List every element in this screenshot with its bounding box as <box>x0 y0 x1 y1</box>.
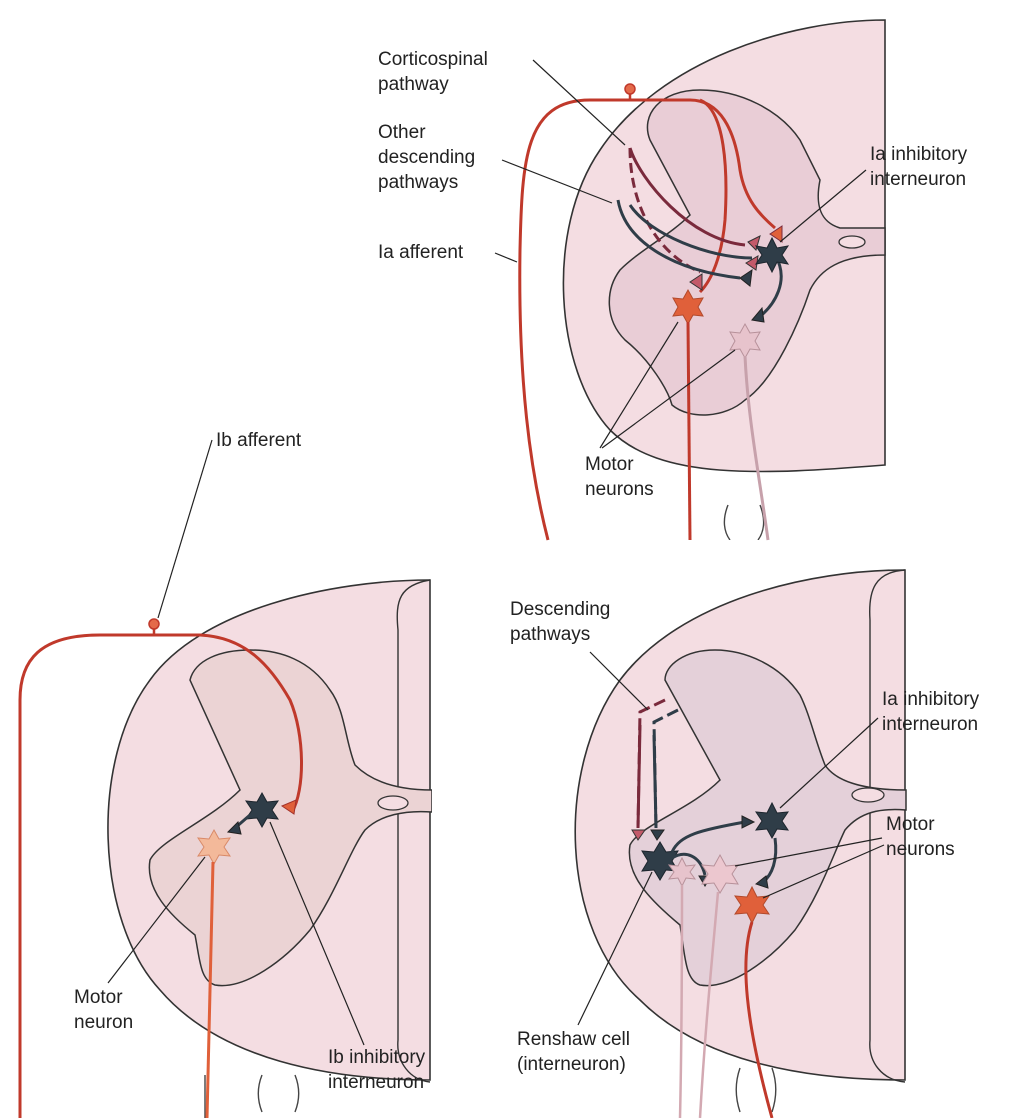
synapse-icon <box>754 875 769 889</box>
leader-line <box>734 837 883 867</box>
leader-line <box>494 252 518 263</box>
motor-neuron-axon <box>744 921 774 1118</box>
label-ib-afferent: Ib afferent <box>216 430 302 451</box>
synapse-icon <box>226 821 242 835</box>
leader-line <box>107 856 206 984</box>
ganglion-icon <box>624 83 636 95</box>
label-renshaw-cell: Renshaw cell(interneuron) <box>517 1029 630 1075</box>
ia-interneuron-icon <box>755 801 789 840</box>
leader-line <box>501 159 613 204</box>
motor-neuron-axon <box>743 355 770 541</box>
ia-afferent-fiber <box>518 98 776 541</box>
ib-interneuron-icon <box>245 791 279 829</box>
leader-line <box>599 321 679 449</box>
leader-line <box>577 871 653 1026</box>
motor-neuron-axon <box>678 884 684 1118</box>
leader-line <box>157 439 213 619</box>
cord-midline <box>868 569 906 1083</box>
synapse-icon <box>631 829 646 841</box>
gray-matter <box>148 649 432 987</box>
cord-midline <box>396 579 431 1083</box>
leader-line <box>601 349 736 449</box>
central-canal <box>838 235 866 249</box>
descending-pathway-dark <box>652 734 658 829</box>
synapse-icon <box>689 273 703 291</box>
renshaw-axon <box>671 852 707 876</box>
label-ia-afferent: Ia afferent <box>378 242 464 263</box>
leader-line <box>779 169 867 243</box>
ib-afferent-fiber <box>18 633 303 1118</box>
synapse-icon <box>751 306 765 323</box>
descending-pathway-dark <box>652 708 679 829</box>
central-canal <box>377 795 409 811</box>
other-descending-pathway-2 <box>628 204 753 260</box>
renshaw-cell-icon <box>641 841 679 881</box>
leader-line <box>532 59 626 146</box>
ventral-root-tube <box>735 1067 777 1113</box>
gray-matter <box>608 89 886 416</box>
ia-interneuron-icon <box>754 236 790 274</box>
motor-neuron-axon <box>698 891 720 1118</box>
other-descending-pathway <box>616 199 741 280</box>
renshaw-axon <box>670 820 746 853</box>
synapse-icon <box>741 815 756 829</box>
synapse-icon <box>739 268 753 287</box>
motor-neuron-axon <box>686 321 692 541</box>
motor-neuron-axon <box>205 861 215 1118</box>
synapse-icon <box>650 829 665 841</box>
central-canal <box>851 787 885 803</box>
descending-pathway-maroon <box>636 724 642 829</box>
leader-line <box>779 717 879 809</box>
ia-afferent-terminal-icon <box>769 225 783 243</box>
leader-line <box>762 844 885 899</box>
leader-line <box>589 651 649 711</box>
ventral-root-tube <box>723 504 765 540</box>
ventral-root-tube <box>257 1074 300 1113</box>
ib-afferent-terminal-icon <box>280 799 297 815</box>
corticospinal-pathway-2 <box>628 147 746 247</box>
leader-line <box>269 821 365 1046</box>
ganglion-icon <box>148 618 160 630</box>
